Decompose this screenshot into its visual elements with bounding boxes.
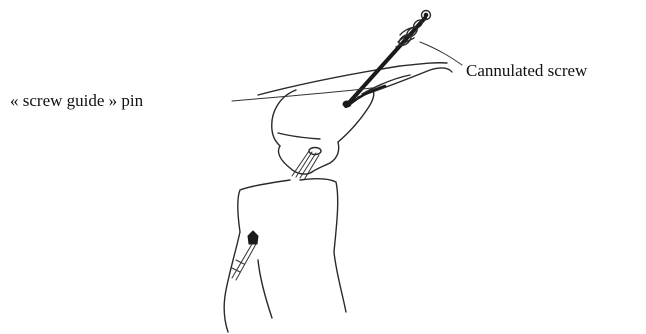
screw-guide-pin	[343, 18, 425, 107]
tibia	[224, 179, 346, 332]
femoral-condyle	[272, 88, 374, 174]
tendon-graft	[292, 148, 321, 181]
tibial-screw	[232, 231, 258, 280]
screw-guide-pin-label: « screw guide » pin	[10, 92, 143, 109]
femur-shaft	[258, 63, 452, 97]
cannulated-screw-label: Cannulated screw	[466, 62, 587, 79]
